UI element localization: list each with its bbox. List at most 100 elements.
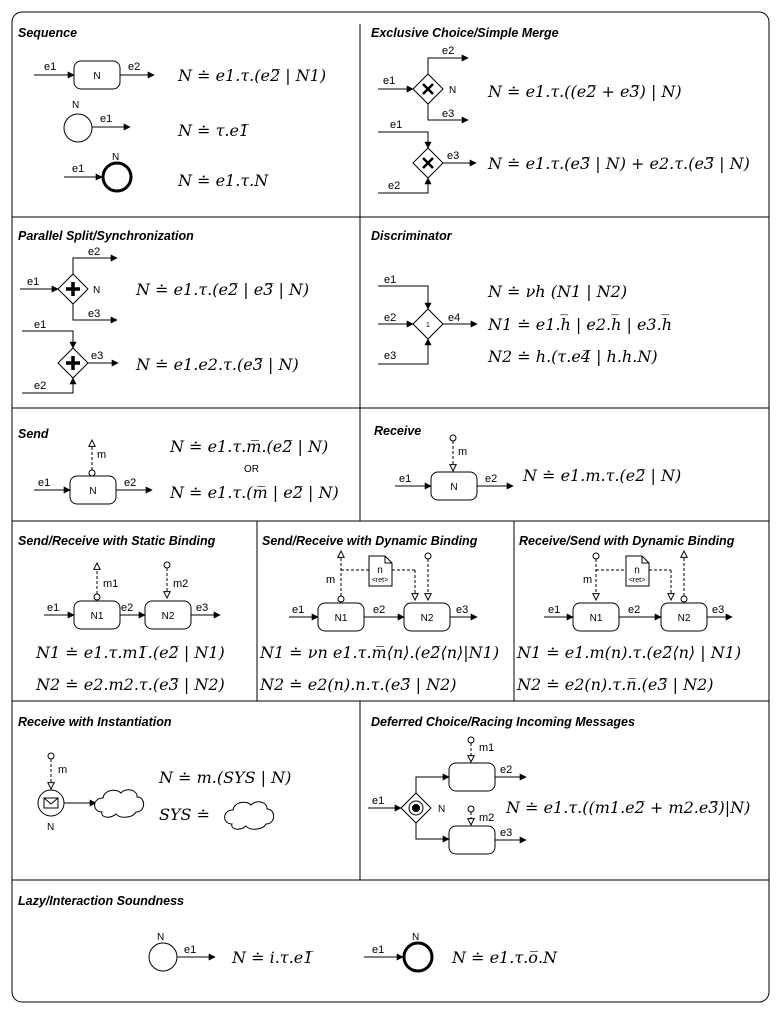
message-label: m (458, 446, 467, 458)
message-port (163, 561, 171, 569)
edge-label: e2 (384, 312, 396, 324)
node-label: N (72, 100, 79, 111)
node-label: N (450, 482, 457, 493)
message-port (449, 434, 457, 442)
edge-label: e1 (34, 319, 46, 331)
edge-label: e3 (91, 350, 103, 362)
panel-title: Deferred Choice/Racing Incoming Messages (371, 715, 635, 729)
formula: N1 ≐ νn e1.τ.m̅⟨n⟩.(e2̅⟨n⟩|N1) (259, 643, 499, 662)
edge-label: e1 (383, 75, 395, 87)
end-event (402, 941, 434, 973)
edge-label: e2 (121, 602, 133, 614)
panel-exclusive-choice: Exclusive Choice/Simple Merge e1 N e2 e3… (371, 26, 750, 194)
node-label: N (157, 932, 164, 943)
edge-label: e2 (388, 180, 400, 192)
panel-title: Parallel Split/Synchronization (18, 229, 194, 243)
message-port (424, 552, 432, 560)
formula: N ≐ m.(SYS | N) (158, 768, 291, 787)
edge-label: e3 (500, 827, 512, 839)
x-icon (422, 83, 434, 95)
formula: N ≐ e1.τ.((m1.e2̅ + m2.e3̅)|N) (505, 798, 750, 817)
message-port (592, 552, 600, 560)
message-label: m2 (479, 812, 494, 824)
edge-label: e3 (196, 602, 208, 614)
formula: N ≐ e1.τ.m̅.(e2̅ | N) (169, 437, 328, 456)
edge-label: e1 (292, 604, 304, 616)
node-label: N (438, 804, 445, 815)
formula: N ≐ e1.τ.N (177, 171, 269, 190)
plus-icon (66, 282, 80, 296)
edge-label: e3 (442, 108, 454, 120)
message-port (88, 469, 96, 477)
formula: N ≐ e1.τ.(e2̅ | e3̅ | N) (135, 280, 309, 299)
envelope-icon (43, 797, 59, 809)
edge-label: e3 (456, 604, 468, 616)
doc-label: <ret> (372, 577, 388, 584)
formula: N ≐ e1.τ.((e2̅ + e3̅) | N) (487, 82, 682, 101)
message-label: m1 (103, 578, 118, 590)
edge-label: e1 (38, 477, 50, 489)
formula: N ≐ i.τ.e1̅ (231, 948, 313, 967)
gateway-label: 1 (426, 322, 430, 329)
panel-title: Receive/Send with Dynamic Binding (519, 534, 735, 548)
node-label: N2 (421, 613, 434, 624)
formula: N2 ≐ e2(n).τ.n̅.(e3̅ | N2) (516, 675, 713, 694)
node-label: N1 (335, 613, 348, 624)
x-icon (422, 157, 434, 169)
message-port (467, 805, 475, 813)
formula: N ≐ e1.e2.τ.(e3̅ | N) (135, 355, 299, 374)
edge-label: e1 (27, 276, 39, 288)
message-label: m (97, 449, 106, 461)
message-port (93, 593, 101, 601)
message-label: m1 (479, 742, 494, 754)
message-label: m (583, 574, 592, 586)
panel-title: Exclusive Choice/Simple Merge (371, 26, 559, 40)
edge-label: e1 (100, 113, 112, 125)
edge-label: e1 (47, 602, 59, 614)
panel-title: Send/Receive with Static Binding (18, 534, 216, 548)
message-label: m2 (173, 578, 188, 590)
formula: N2 ≐ e2(n).n.τ.(e3̅ | N2) (259, 675, 456, 694)
formula: SYS ≐ (159, 805, 210, 824)
message-port (337, 595, 345, 603)
message-port (47, 752, 55, 760)
message-port (467, 736, 475, 744)
message-port (680, 595, 688, 603)
panel-parallel-split: Parallel Split/Synchronization e1 N e2 e… (18, 229, 309, 394)
formula: N ≐ e1.τ.(e3̅ | N) + e2.τ.(e3̅ | N) (487, 154, 750, 173)
edge-label: e3 (712, 604, 724, 616)
receive-task (448, 762, 496, 792)
panel-title: Sequence (18, 26, 77, 40)
panel-title: Send/Receive with Dynamic Binding (262, 534, 478, 548)
panel-deferred-choice: Deferred Choice/Racing Incoming Messages… (368, 715, 750, 855)
formula: N ≐ τ.e1̅ (177, 121, 249, 140)
formula: N2 ≐ h.(τ.e4̅ | h.h.N) (487, 347, 658, 366)
start-event (148, 942, 178, 972)
node-label: N2 (162, 611, 175, 622)
start-event (63, 113, 93, 143)
panel-title: Receive with Instantiation (18, 715, 172, 729)
doc-label: n (634, 565, 640, 576)
edge-label: e2 (442, 45, 454, 57)
pentagon-icon (412, 804, 420, 812)
panel-title: Lazy/Interaction Soundness (18, 894, 184, 908)
node-label: N (93, 71, 100, 82)
panel-dynamic-binding: Send/Receive with Dynamic Binding m n <r… (259, 534, 499, 694)
edge-label: e1 (390, 119, 402, 131)
edge-label: e3 (447, 150, 459, 162)
cloud-icon (94, 789, 145, 818)
panel-instantiation: Receive with Instantiation m N N ≐ m.(SY… (18, 715, 291, 833)
node-label: N (93, 285, 100, 296)
panel-receive-send-dynamic: Receive/Send with Dynamic Binding m n <r… (516, 534, 741, 694)
edge-label: e2 (88, 246, 100, 258)
cloud-icon (224, 801, 275, 830)
node-label: N (112, 152, 119, 163)
edge-label: e3 (88, 308, 100, 320)
node-label: N1 (91, 611, 104, 622)
edge-label: e1 (548, 604, 560, 616)
edge-label: e1 (384, 274, 396, 286)
edge-label: e1 (44, 61, 56, 73)
formula: N ≐ e1.τ.(m̅ | e2̅ | N) (169, 483, 339, 502)
edge-label: e1 (372, 795, 384, 807)
